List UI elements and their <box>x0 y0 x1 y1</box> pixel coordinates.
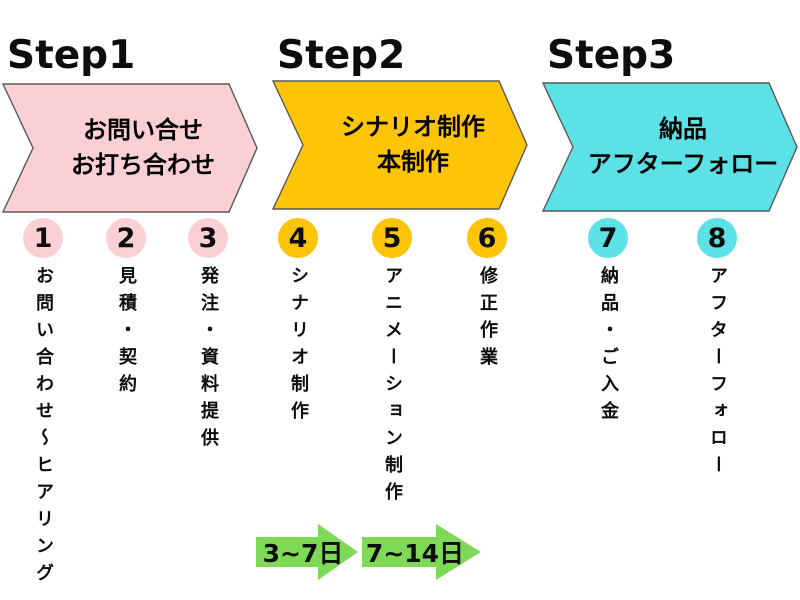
stage-2-number-badge: 2 <box>106 218 146 258</box>
stage-8-label: アフターフォロー <box>707 266 728 482</box>
step1-banner-line1: お問い合せ <box>83 116 203 145</box>
stage-6-number-badge: 6 <box>467 218 507 258</box>
stage-3-label: 発注・資料提供 <box>198 266 219 455</box>
stage-5-number-badge: 5 <box>372 218 412 258</box>
stage-4-number-badge: 4 <box>278 218 318 258</box>
step2-chevron-label: シナリオ制作 本制作 <box>272 80 528 210</box>
stage-1-label: お問い合わせ～ヒアリング <box>33 266 54 590</box>
step2-title: Step2 <box>277 33 406 78</box>
stage-7-label: 納品・ご入金 <box>598 266 619 428</box>
stage-5-label: アニメーション制作 <box>382 266 403 509</box>
step3-chevron-label: 納品 アフターフォロー <box>542 82 798 212</box>
step3-title: Step3 <box>547 33 676 78</box>
step2-banner-line2: 本制作 <box>377 148 449 176</box>
stage-6-label: 修正作業 <box>477 266 498 374</box>
duration-2-label: 7~14日 <box>365 539 465 568</box>
stage-1-number-badge: 1 <box>23 218 63 258</box>
stage-8-number-badge: 8 <box>697 218 737 258</box>
stage-3-number-badge: 3 <box>188 218 228 258</box>
step1-chevron-label: お問い合せ お打ち合わせ <box>2 83 258 213</box>
duration-1-label: 3~7日 <box>262 539 344 568</box>
stage-4-label: シナリオ制作 <box>288 266 309 428</box>
stage-2-label: 見積・契約 <box>116 266 137 401</box>
step1-chevron-arrow <box>2 83 258 213</box>
step2-chevron-arrow <box>272 80 528 210</box>
step3-chevron-arrow <box>542 82 798 212</box>
step1-banner-line2: お打ち合わせ <box>71 151 215 179</box>
step3-banner-line1: 納品 <box>659 115 707 144</box>
stage-7-number-badge: 7 <box>588 218 628 258</box>
step3-banner-line2: アフターフォロー <box>587 150 779 178</box>
step1-title: Step1 <box>7 33 136 78</box>
duration-arrow-1 <box>256 524 358 580</box>
step2-banner-line1: シナリオ制作 <box>341 113 485 142</box>
duration-arrow-2 <box>362 524 481 580</box>
